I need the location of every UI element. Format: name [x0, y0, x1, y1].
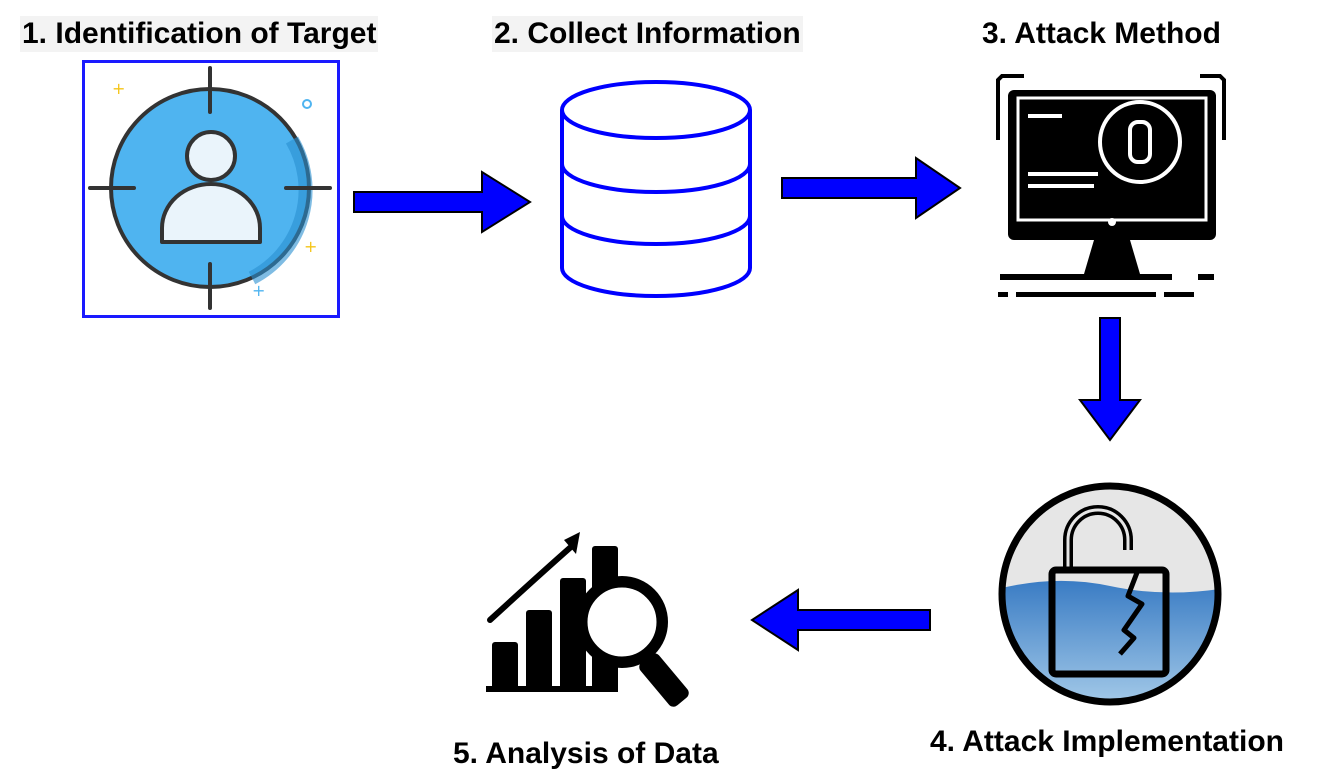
step-3-label: 3. Attack Method — [982, 17, 1221, 50]
step-4-label: 4. Attack Implementation — [930, 725, 1284, 758]
arrow-down-1 — [1076, 316, 1144, 444]
arrow-right-2 — [780, 154, 964, 222]
step-2-label: 2. Collect Information — [492, 16, 803, 52]
database-icon — [556, 78, 756, 302]
svg-text:+: + — [112, 79, 125, 98]
target-person-icon: + + + — [82, 60, 340, 318]
computer-monitor-icon — [994, 70, 1230, 306]
arrow-right-1 — [352, 168, 534, 236]
svg-text:+: + — [304, 237, 317, 256]
svg-text:+: + — [252, 281, 265, 300]
arrow-left-1 — [748, 586, 934, 654]
step-1-label: 1. Identification of Target — [20, 16, 379, 52]
chart-magnifier-icon — [484, 526, 698, 712]
step-5-label: 5. Analysis of Data — [453, 737, 719, 770]
broken-padlock-icon — [994, 478, 1226, 710]
